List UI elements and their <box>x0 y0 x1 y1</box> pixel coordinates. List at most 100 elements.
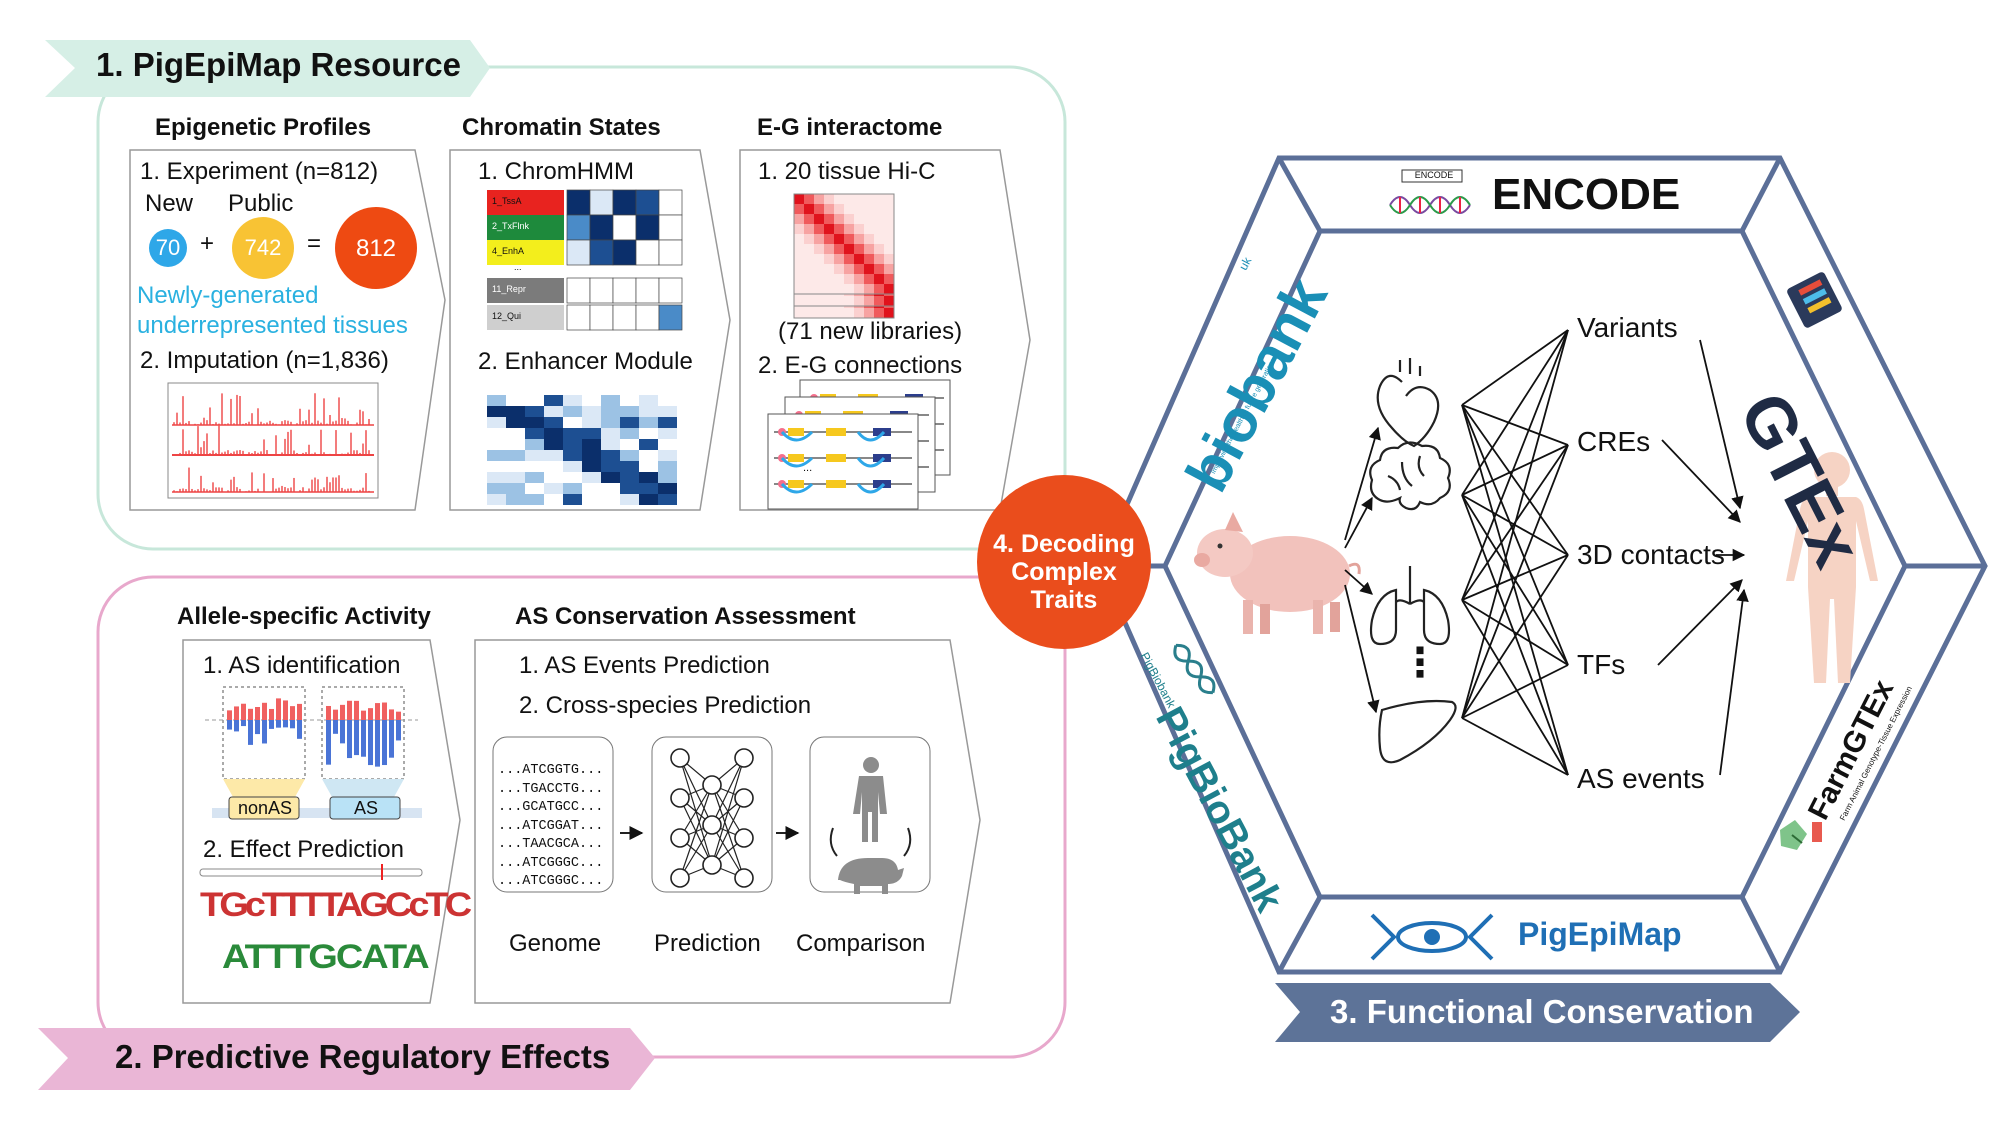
chromhmm-cell <box>635 239 660 266</box>
nn-node <box>670 868 690 888</box>
public-label: Public <box>228 190 294 217</box>
hic-cell <box>804 284 814 294</box>
enhancer-cell <box>639 428 658 439</box>
enhancer-cell <box>620 450 639 461</box>
nn-node <box>702 815 722 835</box>
chromhmm-cell <box>566 239 591 266</box>
chromhmm-cell <box>589 277 614 304</box>
state-repr: 11_Repr <box>492 284 526 294</box>
eg-panel-sheet <box>767 413 919 510</box>
hic-cell <box>824 224 834 234</box>
hic-cell <box>884 274 894 284</box>
sequence-line: ...TGACCTG... <box>498 781 604 797</box>
chromhmm-cell <box>566 189 591 216</box>
as-bar-up <box>227 710 232 720</box>
enhancer-cell <box>506 417 525 428</box>
chromhmm-cell <box>612 277 637 304</box>
enhancer-cell <box>487 428 506 439</box>
enhancer-cell <box>525 395 544 406</box>
hic-cell <box>864 254 874 264</box>
effect-track <box>199 868 423 877</box>
hic-cell <box>844 214 854 224</box>
hic-cell <box>884 214 894 224</box>
hic-cell <box>834 214 844 224</box>
nn-node <box>734 748 754 768</box>
hic-cell <box>824 284 834 294</box>
hic-cell <box>804 274 814 284</box>
enhancer-cell <box>639 439 658 450</box>
hic-cell <box>804 234 814 244</box>
as-identification-label: 1. AS identification <box>203 652 401 679</box>
hic-cell <box>874 308 884 318</box>
as-bar-down <box>361 720 366 757</box>
enhancer-cell <box>506 395 525 406</box>
hic-cell <box>834 234 844 244</box>
nn-node <box>670 788 690 808</box>
decoding-circle <box>977 475 1151 649</box>
enhancer-cell <box>658 472 677 483</box>
decoding-label: 4. Decoding Complex Traits <box>977 530 1151 614</box>
imputation-label: 2. Imputation (n=1,836) <box>140 347 389 374</box>
as-bar-up <box>340 704 345 720</box>
enhancer-cell <box>506 439 525 450</box>
chromhmm-cell <box>658 304 683 331</box>
nn-node <box>734 788 754 808</box>
hic-cell <box>884 224 894 234</box>
enhancer-cell <box>582 483 601 494</box>
enhancer-cell <box>544 483 563 494</box>
enhancer-cell <box>544 494 563 505</box>
enhancer-cell <box>563 461 582 472</box>
hic-cell <box>794 274 804 284</box>
hic-cell <box>814 308 824 318</box>
as-bar-down <box>368 720 373 766</box>
as-bar-up <box>276 698 281 720</box>
enhancer-cell <box>658 450 677 461</box>
hic-cell <box>804 264 814 274</box>
sequence-line: ...ATCGGGC... <box>498 855 604 871</box>
enhancer-cell <box>658 428 677 439</box>
imputation-tracks <box>167 382 379 499</box>
hic-cell <box>864 284 874 294</box>
hic-cell <box>804 308 814 318</box>
eg-heading: E-G interactome <box>757 114 943 141</box>
sequence-line: ...GCATGCC... <box>498 800 604 815</box>
hic-cell <box>824 244 834 254</box>
hic-cell <box>814 274 824 284</box>
as-bar-down <box>396 720 401 741</box>
enhancer-cell <box>639 483 658 494</box>
hic-cell <box>874 194 884 204</box>
public-count-circle <box>232 217 294 279</box>
nn-node <box>670 748 690 768</box>
enhancer-cell <box>601 428 620 439</box>
comparison-box <box>809 736 931 893</box>
hic-cell <box>884 308 894 318</box>
epigenetic-heading: Epigenetic Profiles <box>155 114 372 141</box>
new-label: New <box>145 190 194 217</box>
feature-cres: CREs <box>1577 426 1651 457</box>
enhancer-cell <box>658 461 677 472</box>
hic-cell <box>834 204 844 214</box>
enhancer-cell <box>620 417 639 428</box>
hic-cell <box>834 224 844 234</box>
as-bar-up <box>368 708 373 720</box>
enhancer-cell <box>582 439 601 450</box>
enhancer-cell <box>620 428 639 439</box>
hic-cell <box>874 234 884 244</box>
as-bar-up <box>382 702 387 720</box>
feature-as-events: AS events <box>1577 763 1705 794</box>
hic-cell <box>794 194 804 204</box>
hic-cell <box>824 194 834 204</box>
hic-cell <box>874 244 884 254</box>
enhancer-cell <box>563 439 582 450</box>
hic-cell <box>844 224 854 234</box>
hic-cell <box>824 204 834 214</box>
hic-cell <box>884 204 894 214</box>
pigepimap-logo <box>1370 913 1494 961</box>
nn-node <box>702 775 722 795</box>
hic-cell <box>824 296 834 306</box>
hic-cell <box>854 214 864 224</box>
enhancer-cell <box>487 494 506 505</box>
organ-feature-network <box>1461 329 1569 776</box>
chromhmm-cell <box>612 304 637 331</box>
